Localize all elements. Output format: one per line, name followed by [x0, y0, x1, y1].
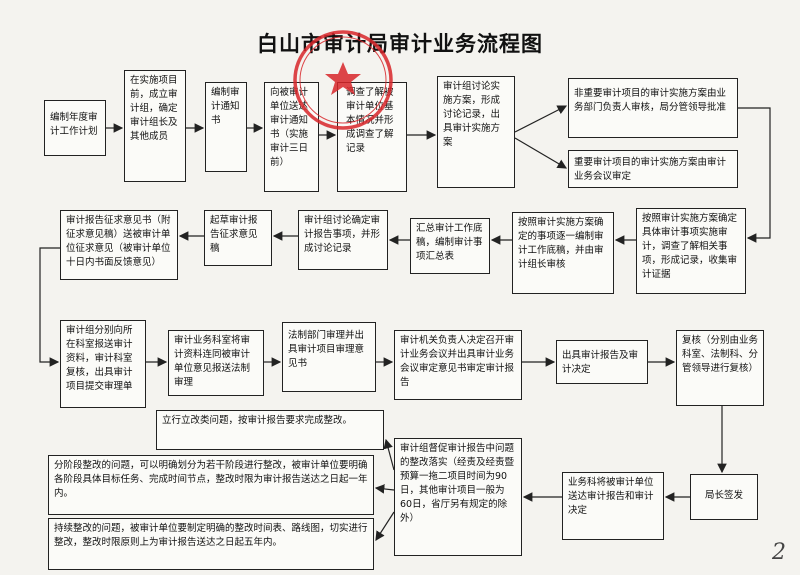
step-supervise-rectification: 审计组督促审计报告中问题的整改落实（经责及经责暨预算一拖二项目时间为90日，其他… — [394, 438, 522, 556]
step-director-sign: 局长签发 — [690, 474, 758, 520]
arrow-6-7 — [514, 105, 568, 133]
step-legal-review-submit: 审计业务科室将审计资料连同被审计单位意见报送法制审理 — [168, 330, 264, 396]
rectify-immediate: 立行立改类问题，按审计报告要求完成整改。 — [156, 410, 384, 450]
step-issue-report: 出具审计报告及审计决定 — [556, 340, 648, 384]
step-confirm-report-items: 审计组讨论确定审计报告事项，并形成讨论记录 — [298, 210, 388, 270]
step-review: 复核（分别由业务科室、法制科、分管领导进行复核） — [676, 330, 764, 406]
step-submit-materials: 审计组分别向所在科室报送审计资料，审计科室复核，出具审计项目提交审理单 — [60, 320, 146, 408]
arrow-6-8 — [514, 137, 568, 169]
rectify-phased: 分阶段整改的问题，可以明确划分为若干阶段进行整改，被审计单位要明确各阶段具体目标… — [48, 455, 374, 515]
step-business-meeting: 审计机关负责人决定召开审计业务会议并出具审计业务会议审定意见书审定审计报告 — [394, 330, 522, 400]
arrow-8-9 — [738, 107, 771, 243]
arrow-23-24 — [383, 438, 395, 471]
step-discuss-plan: 审计组讨论实施方案，形成讨论记录，出具审计实施方案 — [437, 76, 515, 188]
arrow-23-26 — [375, 511, 395, 542]
step-nonkey-approve: 非重要审计项目的审计实施方案由业务部门负责人审核，局分管领导批准 — [568, 78, 738, 138]
step-deliver-report: 业务科将被审计单位送达审计报告和审计决定 — [562, 472, 664, 540]
step-legal-opinion: 法制部门审理并出具审计项目审理意见书 — [282, 322, 376, 392]
step-draft-report: 起草审计报告征求意见稿 — [204, 210, 272, 266]
rectify-continuous: 持续整改的问题，被审计单位要制定明确的整改时间表、路线图，切实进行整改，整改时限… — [48, 518, 374, 570]
step-summarize: 汇总审计工作底稿，编制审计事项汇总表 — [410, 218, 490, 274]
page-number: 2 — [772, 540, 786, 565]
step-implement-audit: 按照审计实施方案确定具体审计事项实施审计，调查了解相关事项，形成记录，收集审计证… — [636, 208, 746, 294]
arrow-14-15 — [39, 247, 60, 367]
step-compile-notice: 编制审计通知书 — [205, 82, 247, 172]
step-solicit-opinions: 审计报告征求意见书（附征求意见稿）送被审计单位征求意见（被审计单位十日内书面反馈… — [60, 210, 178, 280]
step-key-approve: 重要审计项目的审计实施方案由审计业务会议审定 — [568, 150, 738, 188]
step-annual-plan: 编制年度审计工作计划 — [44, 100, 106, 156]
step-form-audit-team: 在实施项目前，成立审计组，确定审计组长及其他成员 — [124, 70, 186, 182]
step-working-papers: 按照审计实施方案确定的事项逐一编制审计工作底稿，并由审计组长审核 — [512, 212, 614, 294]
arrow-23-25 — [374, 484, 395, 494]
